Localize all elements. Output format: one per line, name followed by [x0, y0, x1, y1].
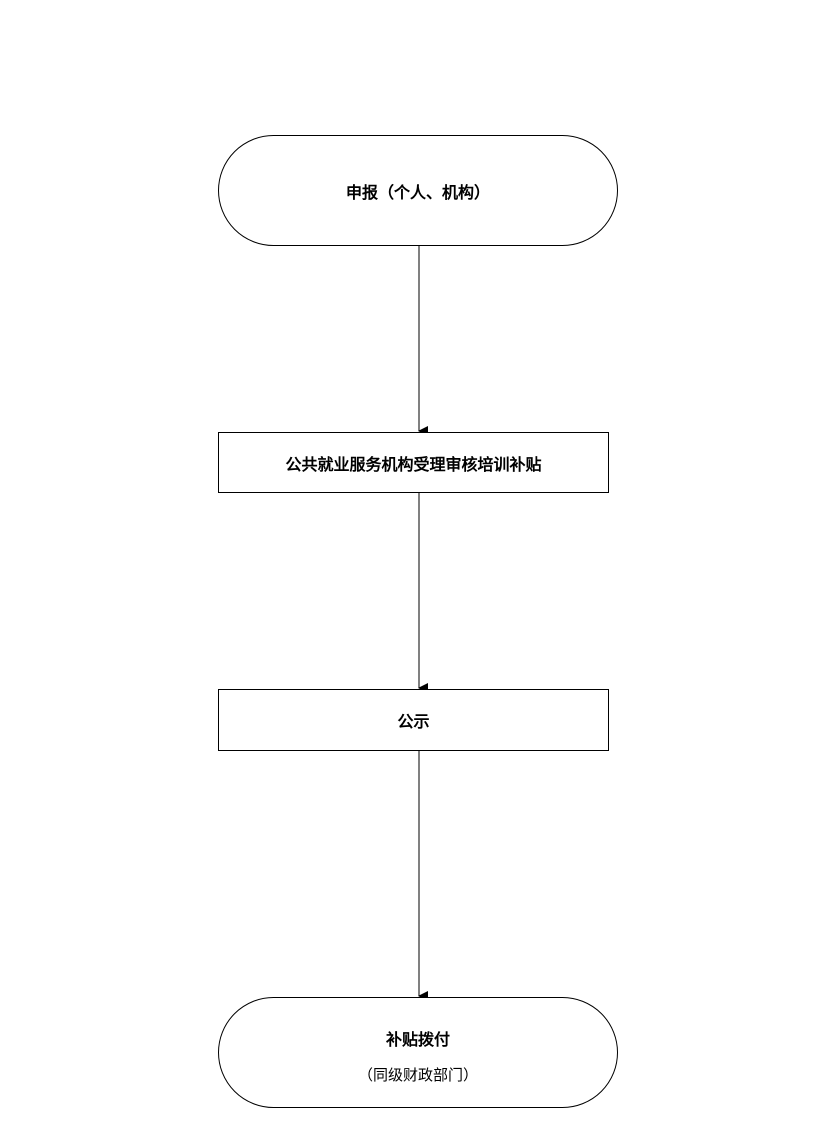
node-disburse-title: 补贴拨付	[385, 1030, 450, 1049]
node-disburse: 补贴拨付 （同级财政部门）	[218, 997, 618, 1108]
node-publicize-title: 公示	[397, 712, 430, 731]
node-apply-title: 申报（个人、机构）	[345, 182, 490, 202]
node-apply: 申报（个人、机构）	[218, 135, 618, 246]
node-publicize: 公示	[218, 689, 609, 751]
node-review: 公共就业服务机构受理审核培训补贴	[218, 432, 609, 493]
node-disburse-subtitle: （同级财政部门）	[357, 1066, 478, 1084]
node-review-title: 公共就业服务机构受理审核培训补贴	[285, 454, 542, 474]
